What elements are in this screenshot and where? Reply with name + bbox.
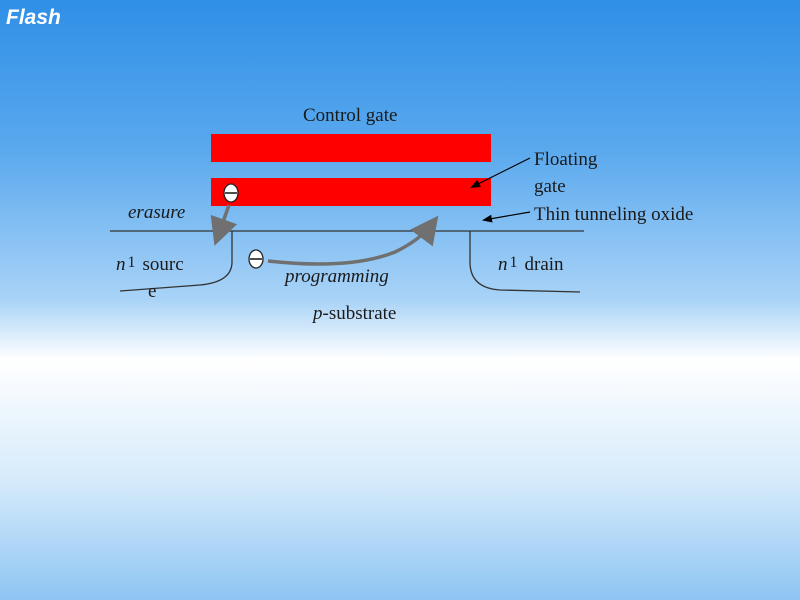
electron-floating-icon [223,183,239,203]
programming-arrow [267,215,439,266]
control-gate-label: Control gate [303,105,397,126]
floating-gate [211,178,491,206]
drain-junction [469,231,581,293]
electron-channel-icon [248,249,264,269]
source-label-line2: e [148,281,156,302]
source-junction [119,231,233,292]
floating-gate-label-line1: Floating [534,149,598,170]
substrate-label: p-substrate [311,303,396,324]
floating-gate-label-line2: gate [534,176,566,197]
programming-label: programming [283,266,389,287]
floating-gate-pointer-arrow [470,157,531,188]
oxide-pointer-arrow [482,211,531,223]
erasure-arrow [210,204,238,246]
erasure-label: erasure [128,202,185,223]
oxide-label: Thin tunneling oxide [534,204,693,225]
slide-title: Flash [6,6,61,29]
control-gate [211,134,491,162]
